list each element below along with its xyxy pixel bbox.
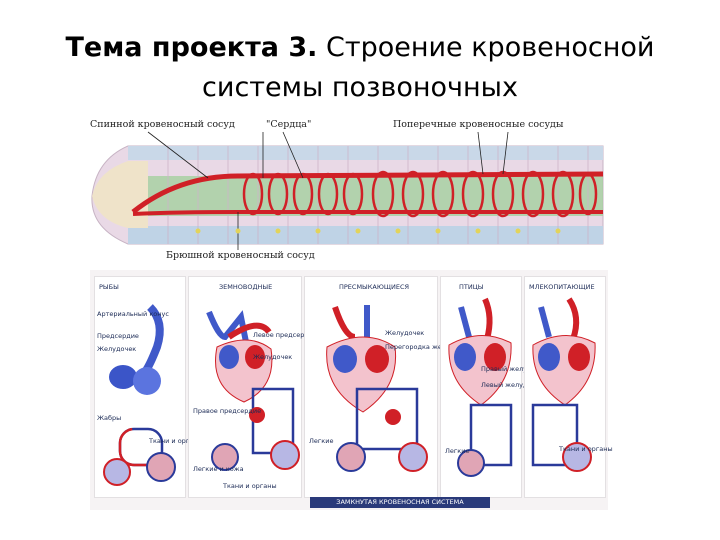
panel-fish: рыбы Артериальный конус Предсердие Желуд… — [94, 276, 203, 498]
fish-title: рыбы — [99, 283, 119, 291]
title-bold: Тема проекта 3. — [65, 32, 318, 63]
reptiles-ventricle: Желудочек — [385, 329, 425, 337]
birds-right-ventricle: Правый желудочек — [481, 365, 548, 373]
title-line-1: Тема проекта 3. Строение кровеносной — [0, 28, 720, 68]
fish-tissues: Ткани и органы — [149, 437, 203, 445]
dorsal-vessel — [131, 171, 604, 214]
worm-leader-lines — [147, 131, 509, 250]
earthworm-drawing — [91, 131, 604, 250]
label-hearts: "Сердца" — [266, 119, 312, 130]
title-line-2: системы позвоночных — [202, 72, 518, 103]
birds-title: птицы — [459, 283, 484, 291]
amphibians-lungs-skin: Легкие и кожа — [193, 465, 244, 473]
label-transverse-vessels: Поперечные кровеносные сосуды — [393, 119, 564, 130]
body-segments — [167, 146, 589, 244]
panel-reptiles: пресмыкающиеся Желудочек Перегородка жел… — [304, 276, 470, 498]
mammals-title: млекопитающие — [529, 283, 595, 291]
title-rest: Строение кровеносной — [326, 32, 655, 63]
mammals-tissues: Ткани и органы — [559, 445, 613, 453]
amphibians-ventricle: Желудочек — [253, 353, 293, 361]
earthworm-figure: Спинной кровеносный сосуд "Сердца" Попер… — [88, 116, 608, 268]
panel-mammals: млекопитающие Ткани и органы — [524, 276, 613, 498]
birds-lungs: Легкие — [445, 447, 470, 455]
amphibians-title: земноводные — [219, 283, 273, 291]
closed-system-caption: Замкнутая кровеносная система — [310, 497, 490, 508]
mammal-heart-drawing — [531, 297, 596, 472]
fish-ventricle: Желудочек — [97, 345, 137, 353]
amphibians-left-atrium: Левое предсердие — [253, 331, 318, 339]
reptiles-septum: Перегородка желудочка — [385, 343, 471, 351]
slide-title: Тема проекта 3. Строение кровеносной сис… — [0, 28, 720, 108]
vertebrate-hearts-figure: рыбы Артериальный конус Предсердие Желуд… — [90, 270, 613, 510]
fish-arterial-cone: Артериальный конус — [97, 310, 169, 318]
panel-amphibians: земноводные Левое предсердие Желудочек П… — [188, 276, 317, 498]
ventral-vessel — [132, 210, 603, 216]
fish-atrium: Предсердие — [97, 332, 139, 340]
reptiles-title: пресмыкающиеся — [339, 283, 410, 291]
fish-gills: Жабры — [97, 414, 122, 422]
panel-birds: птицы Правый желудочек Левый желудочек Л… — [440, 276, 547, 498]
label-dorsal-vessel: Спинной кровеносный сосуд — [90, 119, 235, 130]
amphibians-right-atrium: Правое предсердие — [193, 407, 262, 415]
fish-heart-drawing — [103, 304, 176, 486]
amphibians-tissues: Ткани и органы — [223, 482, 277, 490]
transverse-vessels — [242, 170, 598, 218]
reptiles-lungs: Легкие — [309, 437, 334, 445]
ventral-ganglia — [195, 228, 561, 234]
bird-heart-drawing — [448, 297, 513, 477]
amphibian-heart-drawing — [206, 310, 300, 471]
birds-left-ventricle: Левый желудочек — [481, 381, 544, 389]
label-ventral-vessel: Брюшной кровеносный сосуд — [166, 250, 315, 261]
reptile-heart-drawing — [326, 305, 428, 472]
